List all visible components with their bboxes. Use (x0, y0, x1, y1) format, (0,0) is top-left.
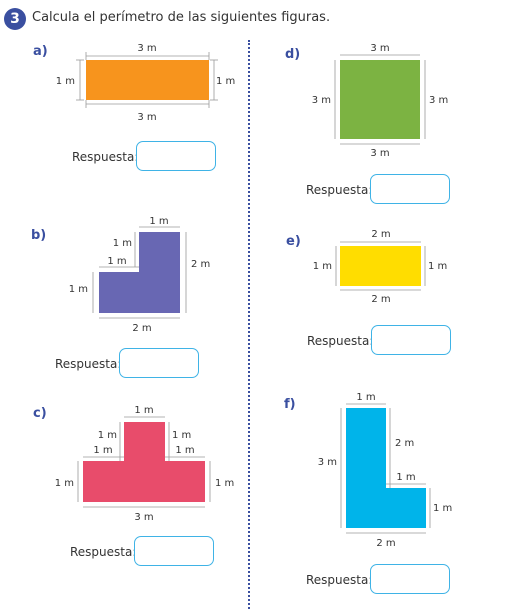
answer-d-label: Respuesta: (306, 183, 373, 197)
column-divider (248, 40, 250, 609)
dim-a-left: 1 m (56, 76, 75, 87)
dim-b-top: 1 m (149, 216, 168, 227)
dim-a-top: 3 m (137, 43, 156, 54)
dim-f-top: 1 m (356, 392, 375, 403)
shape-f-cyan-l (346, 408, 426, 528)
answer-e-label: Respuesta: (307, 334, 374, 348)
answer-b-label: Respuesta: (55, 357, 122, 371)
exercise-instruction: Calcula el perímetro de las siguientes f… (32, 10, 331, 25)
answer-a-label: Respuesta: (72, 150, 139, 164)
dim-d-bottom: 3 m (370, 148, 389, 159)
problem-a-label: a) (33, 44, 48, 59)
dim-a-right: 1 m (216, 76, 235, 87)
problem-e-label: e) (286, 234, 301, 249)
problem-d-label: d) (285, 47, 301, 62)
dim-d-top: 3 m (370, 43, 389, 54)
dim-f-right: 1 m (433, 503, 452, 514)
dim-c-left-upper-horizontal: 1 m (93, 445, 112, 456)
dim-c-left-upper-vertical: 1 m (98, 430, 117, 441)
dim-b-bottom: 2 m (132, 323, 151, 334)
dim-c-left: 1 m (55, 478, 74, 489)
dim-f-inner-vertical: 2 m (395, 438, 414, 449)
dim-b-inner-horizontal: 1 m (107, 256, 126, 267)
dim-a-bottom: 3 m (137, 112, 156, 123)
dim-e-right: 1 m (428, 261, 447, 272)
answer-d-input[interactable] (370, 174, 450, 204)
shape-c-pink-t (83, 422, 205, 502)
dim-c-right: 1 m (215, 478, 234, 489)
answer-a-input[interactable] (136, 141, 216, 171)
dim-f-bottom: 2 m (376, 538, 395, 549)
shape-b-purple-l (99, 232, 180, 313)
dim-e-top: 2 m (371, 229, 390, 240)
dim-c-right-upper-horizontal: 1 m (175, 445, 194, 456)
dim-e-left: 1 m (313, 261, 332, 272)
dim-d-right: 3 m (429, 95, 448, 106)
dim-c-top: 1 m (134, 405, 153, 416)
dim-f-left: 3 m (318, 457, 337, 468)
answer-f-input[interactable] (370, 564, 450, 594)
shape-a-orange-rectangle (86, 60, 209, 100)
answer-b-input[interactable] (119, 348, 199, 378)
problem-b-label: b) (31, 228, 47, 243)
answer-f-label: Respuesta: (306, 573, 373, 587)
dim-f-inner-horizontal: 1 m (396, 472, 415, 483)
problem-f-label: f) (284, 397, 296, 412)
answer-c-input[interactable] (134, 536, 214, 566)
problem-c-label: c) (33, 406, 47, 421)
shape-e-yellow-rectangle (340, 246, 421, 286)
dim-d-left: 3 m (312, 95, 331, 106)
dim-c-bottom: 3 m (134, 512, 153, 523)
dim-c-right-upper-vertical: 1 m (172, 430, 191, 441)
answer-e-input[interactable] (371, 325, 451, 355)
dim-b-inner-vertical: 1 m (113, 238, 132, 249)
exercise-number-badge: 3 (4, 8, 26, 30)
shape-d-green-square (340, 60, 420, 139)
dim-e-bottom: 2 m (371, 294, 390, 305)
dim-b-right: 2 m (191, 259, 210, 270)
dim-b-left: 1 m (69, 284, 88, 295)
answer-c-label: Respuesta: (70, 545, 137, 559)
